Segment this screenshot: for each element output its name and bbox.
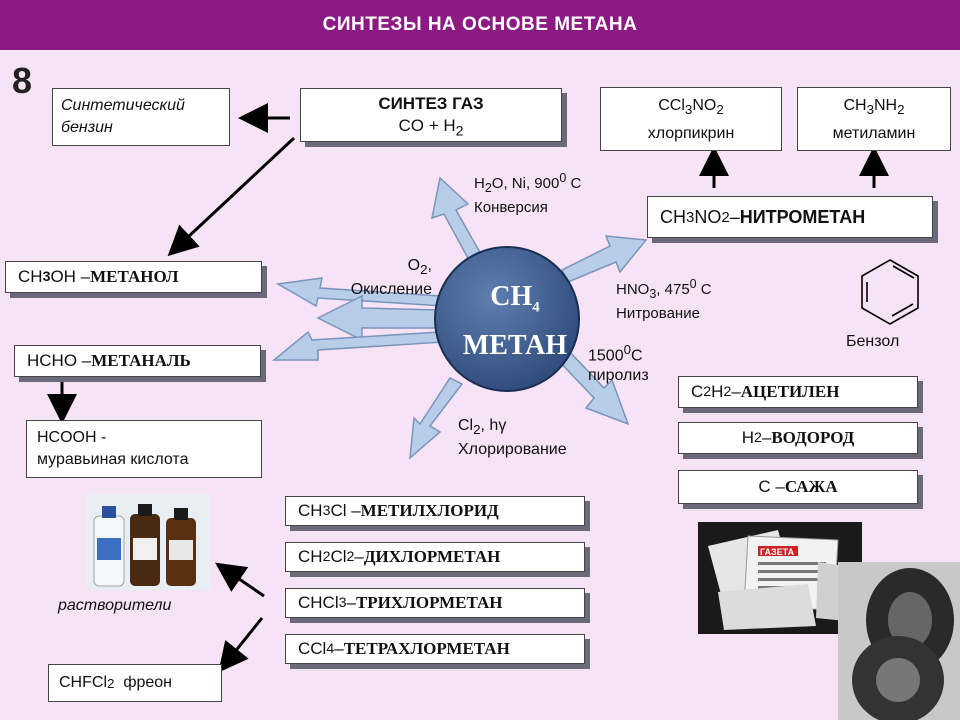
arrow-to-solvents xyxy=(215,562,265,598)
arrow-to-nitromethane xyxy=(560,235,648,283)
arrow-to-chloromethanes xyxy=(409,377,464,460)
conversion-label: H2O, Ni, 9000 C Конверсия xyxy=(474,171,582,216)
methanal-box: HCHO – МЕТАНАЛЬ xyxy=(14,345,261,377)
arrow-to-methanol xyxy=(275,277,446,308)
formic-acid-box: HCOOH - муравьиная кислота xyxy=(26,420,262,478)
solvents-label: растворители xyxy=(58,597,172,614)
arrow-to-synthgas xyxy=(431,176,484,263)
oxidation-label: O2, Окисление xyxy=(350,257,432,299)
soot-box: C – САЖА xyxy=(678,470,918,504)
gasoline-box: Синтетический бензин xyxy=(52,88,230,146)
arrow-to-freon xyxy=(218,617,264,673)
methane-sphere xyxy=(434,246,580,392)
svg-text:ГАЗЕТА: ГАЗЕТА xyxy=(760,547,795,557)
slide-number: 8 xyxy=(12,60,33,101)
arrow-to-pyrolysis xyxy=(554,346,630,426)
chloropicrin-box: CCl3NO2 хлорпикрин xyxy=(600,87,782,151)
nitration-label: HNO3, 4750 C Нитрование xyxy=(616,277,712,322)
arrow-to-methanal xyxy=(271,330,446,361)
methane-label: CH4 МЕТАН xyxy=(462,281,568,361)
benzene-label: Бензол xyxy=(846,333,900,350)
arrow-synthgas-to-methanol xyxy=(167,136,296,257)
arrow-oxidation xyxy=(316,294,439,342)
synthgas-box: СИНТЕЗ ГАЗ CO + H2 xyxy=(300,88,562,142)
benzene-ring xyxy=(861,259,919,325)
slide-title: СИНТЕЗЫ НА ОСНОВЕ МЕТАНА xyxy=(0,0,960,50)
chlorination-label: Cl2, hγ Хлорирование xyxy=(458,417,567,459)
solvent-bottles-image xyxy=(86,494,210,590)
methylamine-box: CH3NH2 метиламин xyxy=(797,87,951,151)
tires-image xyxy=(838,562,960,720)
pyrolysis-label: 15000C пиролиз xyxy=(588,342,649,385)
